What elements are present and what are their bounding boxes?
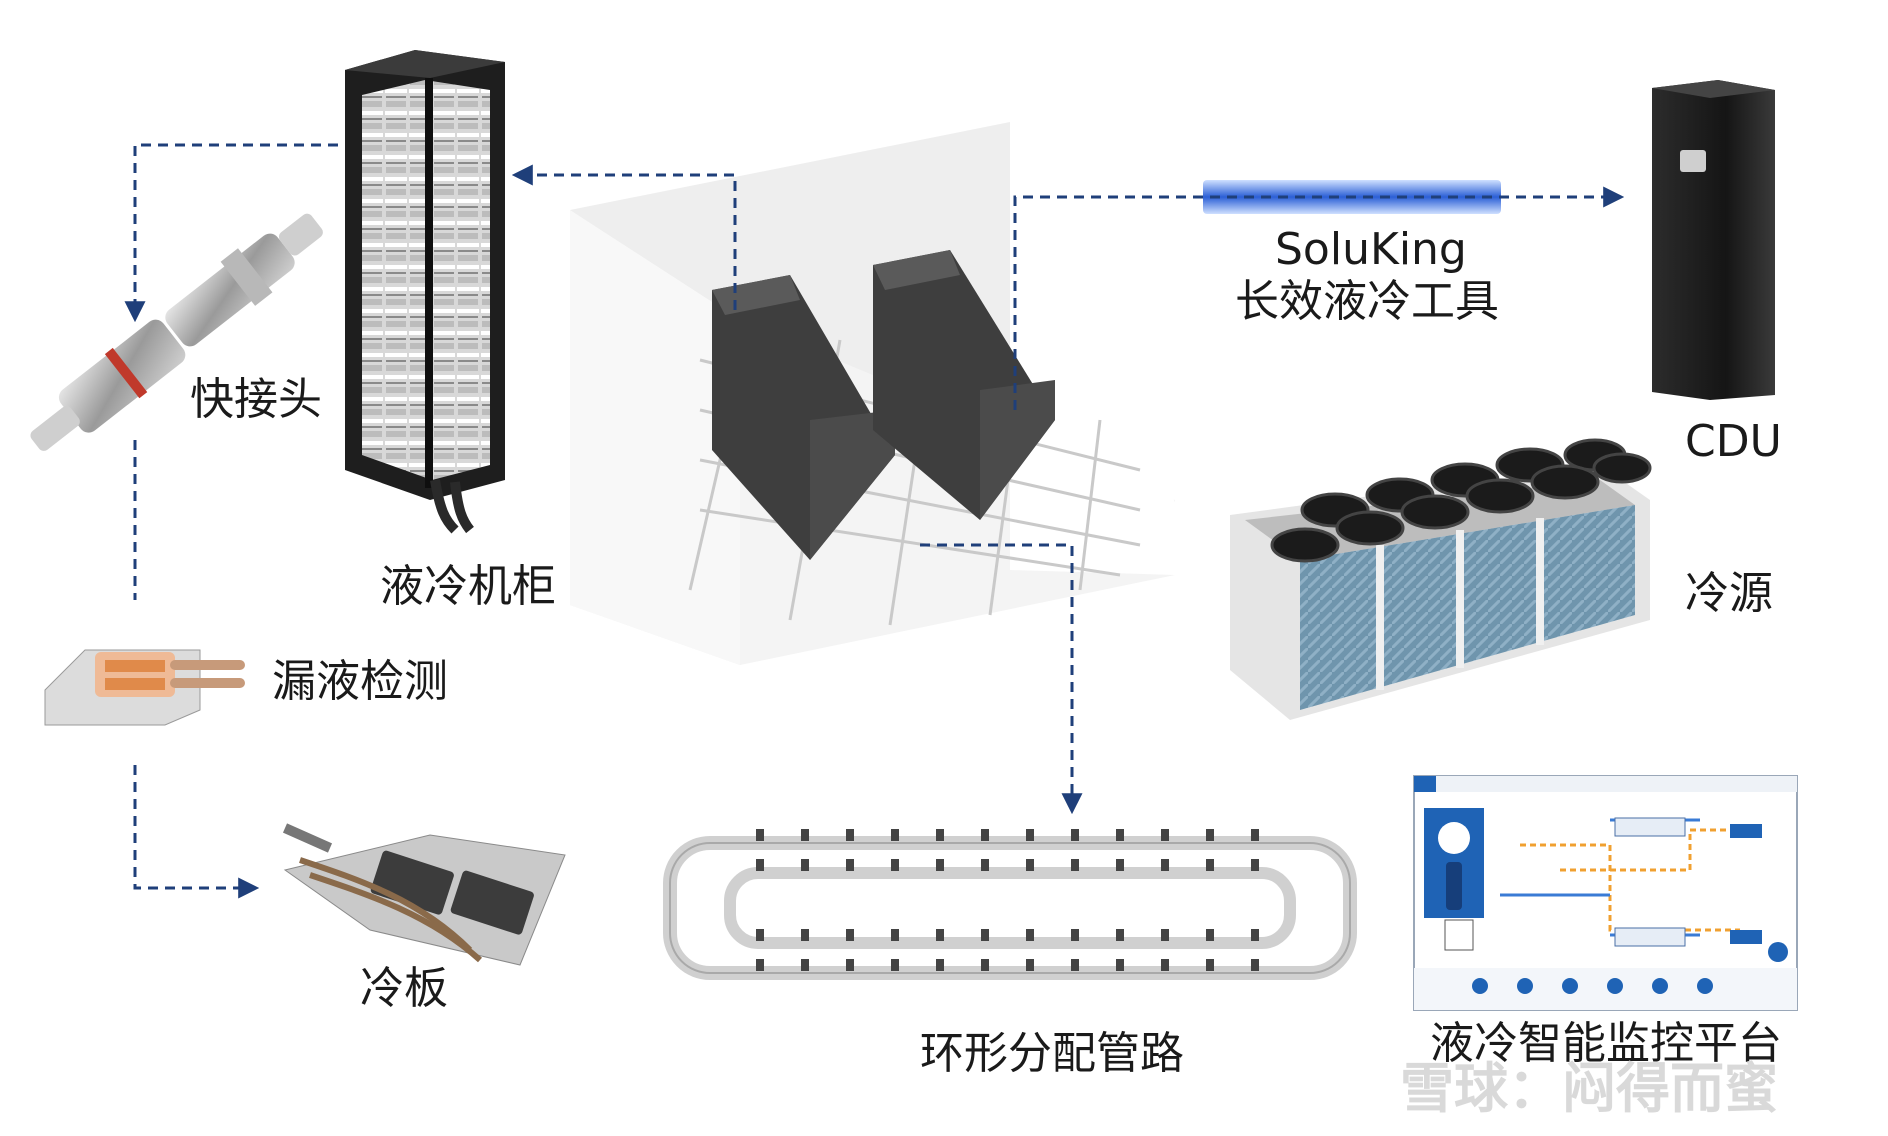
arrow-room-to-pipeline <box>920 543 1083 815</box>
label-liquid-cabinet: 液冷机柜 <box>380 561 556 612</box>
pipeline-valve <box>1026 859 1034 871</box>
pipeline-valve <box>1026 929 1034 941</box>
pipeline-valve <box>1161 859 1169 871</box>
pipeline-valve <box>1116 959 1124 971</box>
quick-connector-image <box>30 213 323 451</box>
pipeline-valve <box>801 959 809 971</box>
label-soluking-sub: 长效液冷工具 <box>1235 276 1499 327</box>
pipeline-valve <box>936 959 944 971</box>
pipeline-valve <box>891 959 899 971</box>
pipeline-valve <box>936 829 944 841</box>
monitor-platform-image <box>1413 775 1798 1011</box>
flow-arrows <box>124 143 1625 899</box>
label-cold-plate: 冷板 <box>360 963 448 1014</box>
pipeline-valve <box>1071 859 1079 871</box>
pipeline-valve <box>981 959 989 971</box>
label-soluking: SoluKing <box>1275 224 1467 275</box>
pipeline-valve <box>1206 829 1214 841</box>
arrow-leak-to-coldplate <box>133 765 260 899</box>
label-leak-detection: 漏液检测 <box>272 656 448 707</box>
watermark: 雪球：闷得而蜜 <box>1400 1057 1778 1120</box>
pipeline-valve <box>1071 929 1079 941</box>
pipeline-valve <box>1206 959 1214 971</box>
pipeline-valve <box>756 929 764 941</box>
pipeline-valve <box>1026 829 1034 841</box>
pipeline-valve <box>891 829 899 841</box>
pipeline-valve <box>756 829 764 841</box>
pipeline-valve <box>846 959 854 971</box>
pipeline-valve <box>1251 959 1259 971</box>
datacenter-room-image <box>570 122 1200 665</box>
pipeline-valve <box>801 859 809 871</box>
pipeline-valve <box>1206 859 1214 871</box>
pipeline-valve <box>1161 829 1169 841</box>
pipeline-valve <box>1161 959 1169 971</box>
pipeline-valve <box>1206 929 1214 941</box>
cold-source-image <box>1230 438 1652 720</box>
arrow-room-to-cabinet <box>511 164 737 310</box>
pipeline-valve <box>801 929 809 941</box>
pipeline-valve <box>1251 859 1259 871</box>
label-cdu: CDU <box>1685 416 1782 467</box>
pipeline-valve <box>981 859 989 871</box>
label-quick-connector: 快接头 <box>190 374 322 425</box>
ring-pipeline-image <box>663 829 1357 980</box>
label-cold-source: 冷源 <box>1685 568 1773 619</box>
pipeline-valve <box>1071 829 1079 841</box>
pipeline-valve <box>846 929 854 941</box>
arrow-room-to-cdu <box>1013 186 1625 410</box>
pipeline-valve <box>981 929 989 941</box>
pipeline-valve <box>981 829 989 841</box>
liquid-cabinet-image <box>345 50 505 534</box>
label-monitor-platform: 液冷智能监控平台 <box>1430 1018 1782 1069</box>
pipeline-valve <box>936 859 944 871</box>
pipeline-valve <box>1116 829 1124 841</box>
label-ring-pipeline: 环形分配管路 <box>920 1028 1184 1079</box>
cdu-cabinet-image <box>1652 80 1775 400</box>
pipeline-valve <box>1026 959 1034 971</box>
pipeline-valve <box>1251 929 1259 941</box>
pipeline-valve <box>1071 959 1079 971</box>
pipeline-valve <box>1161 929 1169 941</box>
pipeline-valve <box>1116 929 1124 941</box>
cold-plate-image <box>282 823 566 966</box>
pipeline-valve <box>891 929 899 941</box>
pipeline-valve <box>846 829 854 841</box>
pipeline-valve <box>1116 859 1124 871</box>
pipeline-valve <box>756 959 764 971</box>
pipeline-valve <box>936 929 944 941</box>
leak-detection-image <box>44 649 245 726</box>
pipeline-valve <box>1251 829 1259 841</box>
pipeline-valve <box>846 859 854 871</box>
pipeline-valve <box>801 829 809 841</box>
pipeline-valve <box>891 859 899 871</box>
pipeline-valve <box>756 859 764 871</box>
